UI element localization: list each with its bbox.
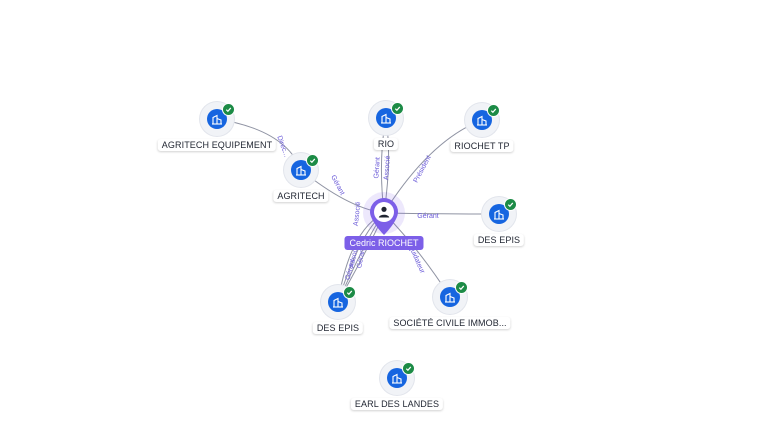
check-icon	[455, 281, 468, 294]
edge-role-label: Associé	[383, 155, 392, 180]
building-icon	[207, 109, 227, 129]
company-name-label[interactable]: DES EPIS	[312, 322, 364, 334]
building-icon	[489, 204, 509, 224]
edge-role-label: Gérant	[356, 247, 367, 269]
edge-role-label: Gérant	[329, 174, 345, 196]
building-icon	[387, 368, 407, 388]
check-icon	[343, 286, 356, 299]
company-name-label[interactable]: DES EPIS	[473, 234, 525, 246]
edge-role-label: Associé	[353, 201, 363, 226]
edge-role-label: Direc...	[275, 135, 289, 158]
edge-role-label: Gérant	[373, 157, 381, 179]
check-icon	[504, 198, 517, 211]
company-name-label[interactable]: AGRITECH EQUIPEMENT	[157, 139, 277, 151]
building-icon	[376, 108, 396, 128]
check-icon	[306, 154, 319, 167]
check-icon	[391, 102, 404, 115]
company-name-label[interactable]: RIOCHET TP	[450, 140, 514, 152]
person-icon	[370, 198, 398, 235]
company-name-label[interactable]: RIO	[373, 138, 399, 150]
company-name-label[interactable]: EARL DES LANDES	[350, 398, 444, 410]
building-icon	[472, 110, 492, 130]
edge-role-label: Gérant	[417, 213, 438, 220]
person-name-label[interactable]: Cedric RIOCHET	[344, 236, 424, 250]
check-icon	[222, 103, 235, 116]
building-icon	[291, 160, 311, 180]
building-icon	[440, 287, 460, 307]
edge-role-label: Associé	[349, 243, 361, 269]
company-name-label[interactable]: AGRITECH	[273, 190, 329, 202]
building-icon	[328, 292, 348, 312]
company-name-label[interactable]: SOCIÉTÉ CIVILE IMMOB...	[389, 317, 511, 329]
edge-role-label: Gérant	[345, 258, 357, 281]
check-icon	[402, 362, 415, 375]
check-icon	[487, 104, 500, 117]
